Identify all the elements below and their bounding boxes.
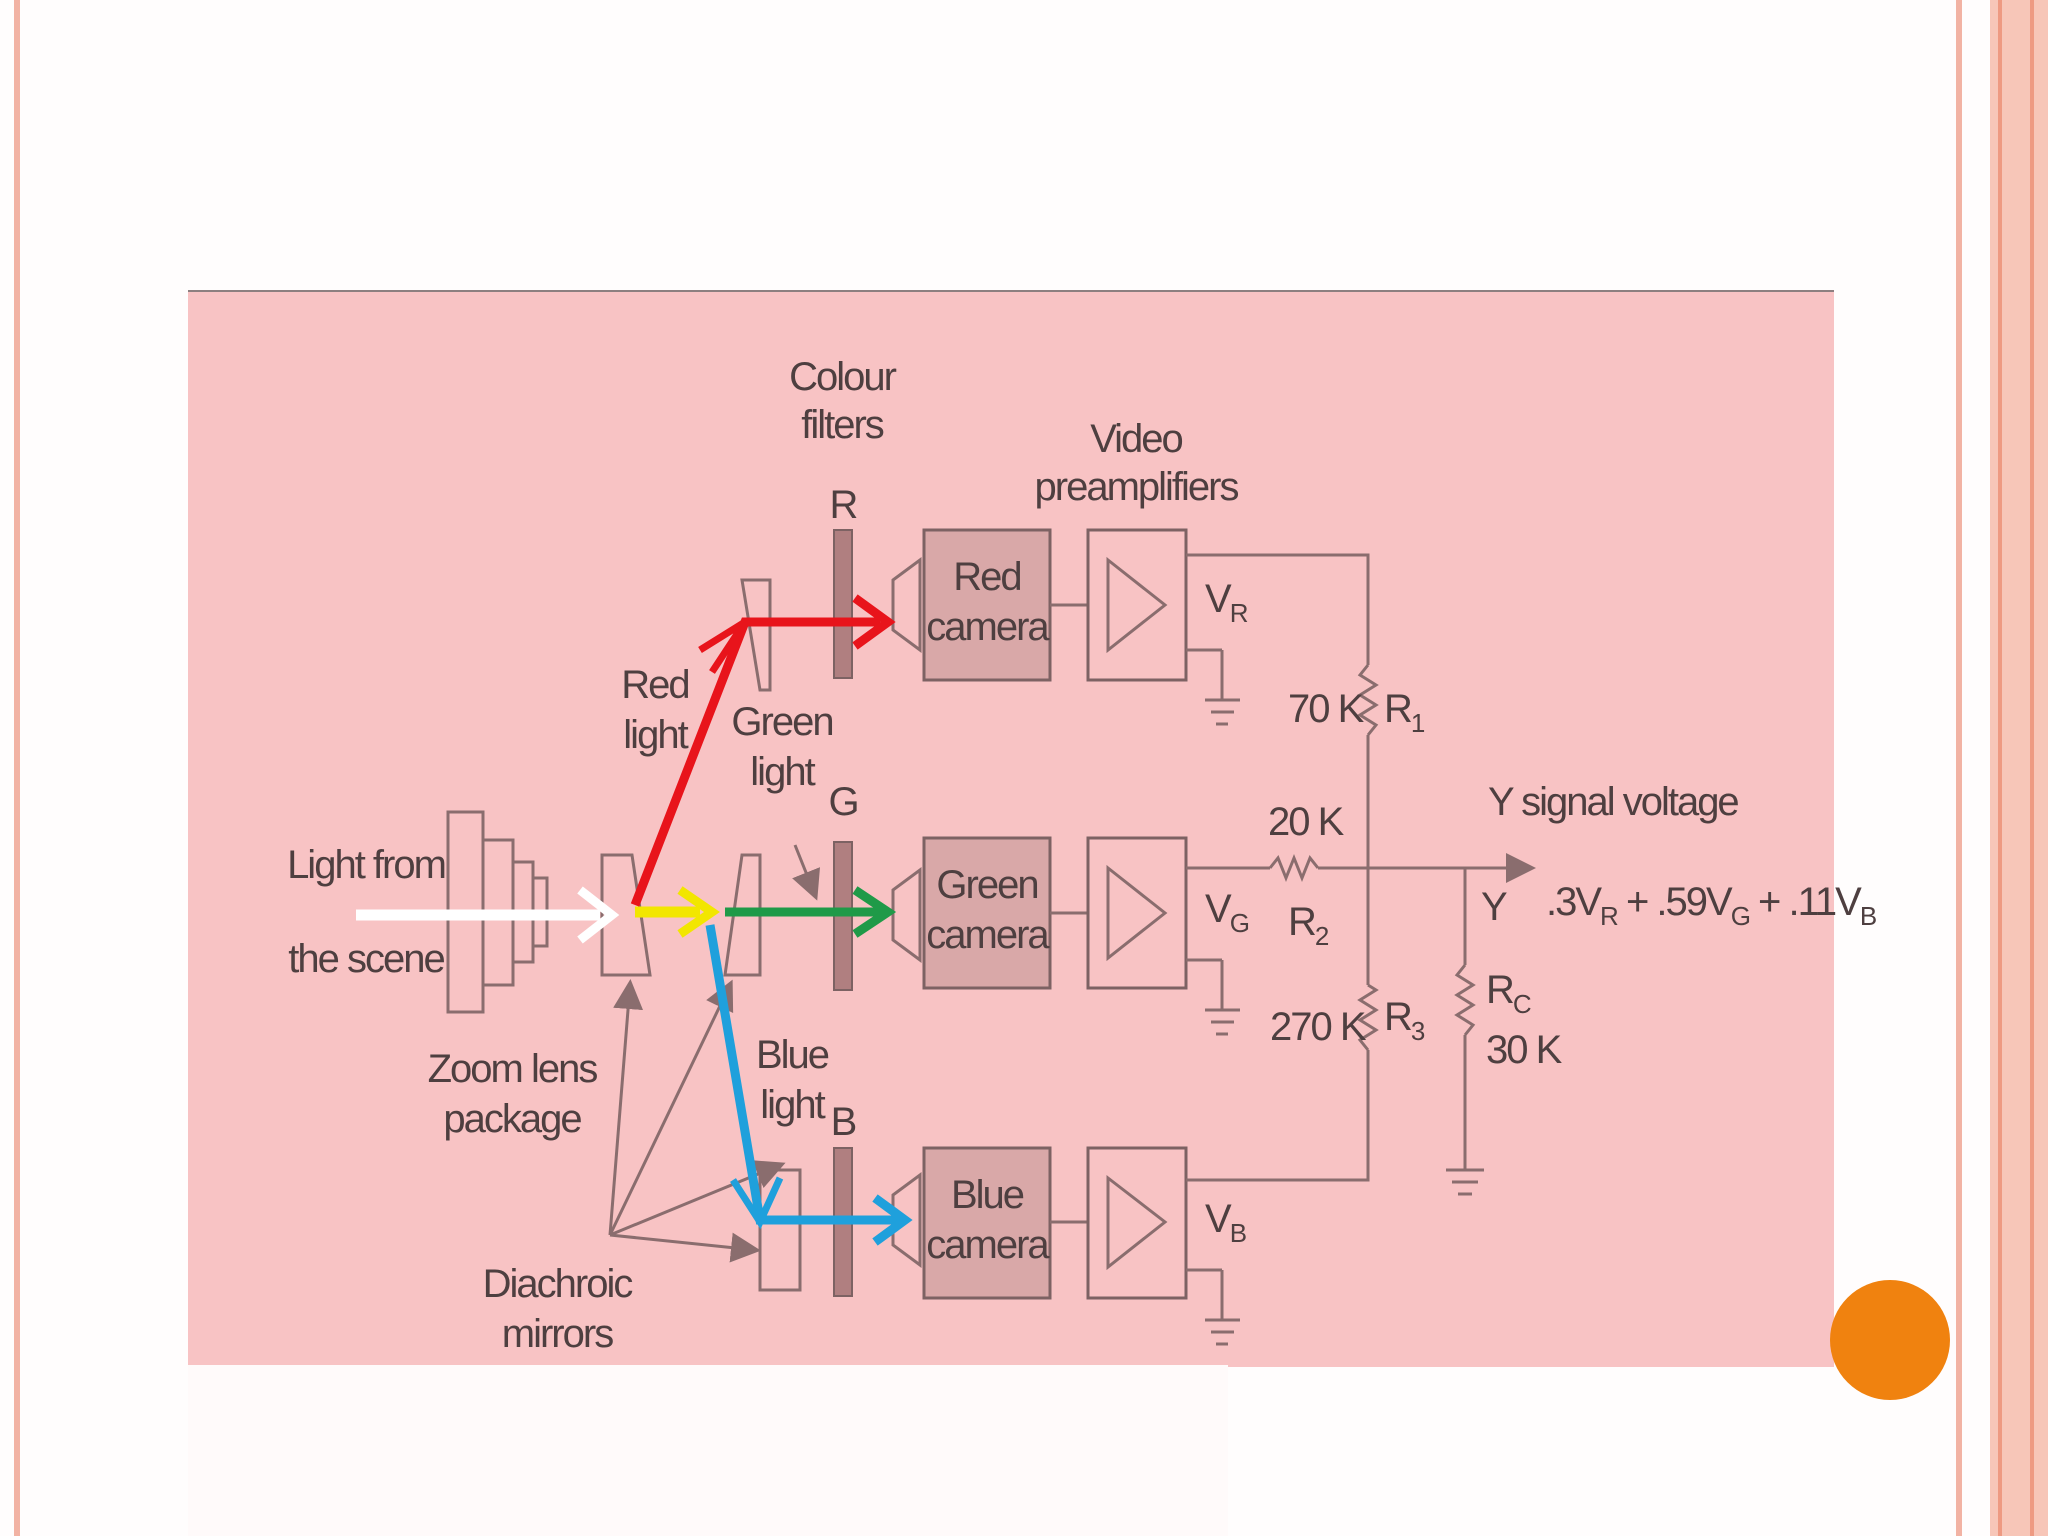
green-camera — [922, 836, 1052, 990]
light-from-scene-label-line2: the scene — [288, 937, 444, 981]
slide-frame-right — [1956, 0, 1962, 1536]
rc-value-label: 30 K — [1486, 1028, 1563, 1072]
y-label: Y — [1481, 885, 1507, 929]
red-light-label-line2: light — [623, 713, 688, 757]
video-preamplifiers — [1086, 528, 1188, 1300]
slide-accent-dot — [1830, 1280, 1950, 1400]
green-light-label-line2: light — [750, 750, 815, 794]
colour-filters-label-line1: Colour — [789, 355, 897, 399]
green-camera-label-line2: camera — [926, 913, 1050, 957]
y-equation-label: .3VR + .59VG + .11VB — [1546, 880, 1876, 931]
resistor-r1 — [1357, 664, 1379, 736]
filter-r-label: R — [830, 483, 858, 527]
rc-label: RC — [1486, 968, 1531, 1019]
blue-camera-label-line1: Blue — [951, 1173, 1024, 1217]
zoom-lens-label-line1: Zoom lens — [428, 1047, 598, 1091]
video-preamplifiers-label-line1: Video — [1090, 417, 1182, 461]
light-from-scene-label-line1: Light from — [287, 843, 445, 887]
green-camera-label-line1: Green — [936, 863, 1037, 907]
vg-label: VG — [1205, 887, 1249, 938]
red-camera — [922, 528, 1052, 682]
dichroic-mirrors-label-line2: mirrors — [502, 1312, 613, 1356]
red-light-label-line1: Red — [621, 663, 688, 707]
vb-label: VB — [1205, 1197, 1246, 1248]
colour-filters-label-line2: filters — [801, 403, 884, 447]
matrix-wiring — [1186, 553, 1536, 1346]
light-beams — [356, 594, 913, 1246]
slide-frame-right-line — [2030, 0, 2034, 1536]
resistor-rc — [1454, 964, 1476, 1036]
resistor-r3 — [1357, 983, 1379, 1051]
y-signal-label: Y signal voltage — [1488, 780, 1738, 824]
r1-label: R1 — [1384, 687, 1425, 738]
red-camera-label-line2: camera — [926, 605, 1050, 649]
filter-red — [833, 529, 853, 679]
blue-light-label-line2: light — [760, 1083, 825, 1127]
vr-label: VR — [1205, 577, 1248, 628]
blue-camera-label-line2: camera — [926, 1223, 1050, 1267]
resistor-r2 — [1268, 853, 1320, 883]
zoom-lens-label-line2: package — [443, 1097, 581, 1141]
blue-camera — [922, 1146, 1052, 1300]
r2-label: R2 — [1288, 900, 1329, 951]
r3-value-label: 270 K — [1270, 1005, 1367, 1049]
red-camera-label-line1: Red — [953, 555, 1020, 599]
blue-light-label-line1: Blue — [756, 1033, 829, 1077]
dichroic-mirrors-label-line1: Diachroic — [483, 1262, 633, 1306]
slide-lower-area — [188, 1365, 1228, 1536]
filter-b-label: B — [831, 1100, 856, 1144]
filter-g-label: G — [828, 780, 857, 824]
green-light-label-line1: Green — [731, 700, 832, 744]
video-preamplifiers-label-line2: preamplifiers — [1035, 465, 1239, 509]
r3-label: R3 — [1384, 995, 1425, 1046]
camera-lenses — [891, 557, 922, 1268]
r2-value-label: 20 K — [1268, 800, 1345, 844]
slide-frame-right-line — [1998, 0, 2002, 1536]
diagram-labels: Colour filters Video preamplifiers R G B… — [287, 355, 1878, 1356]
r1-value-label: 70 K — [1288, 687, 1365, 731]
slide-frame-left — [14, 0, 20, 1536]
